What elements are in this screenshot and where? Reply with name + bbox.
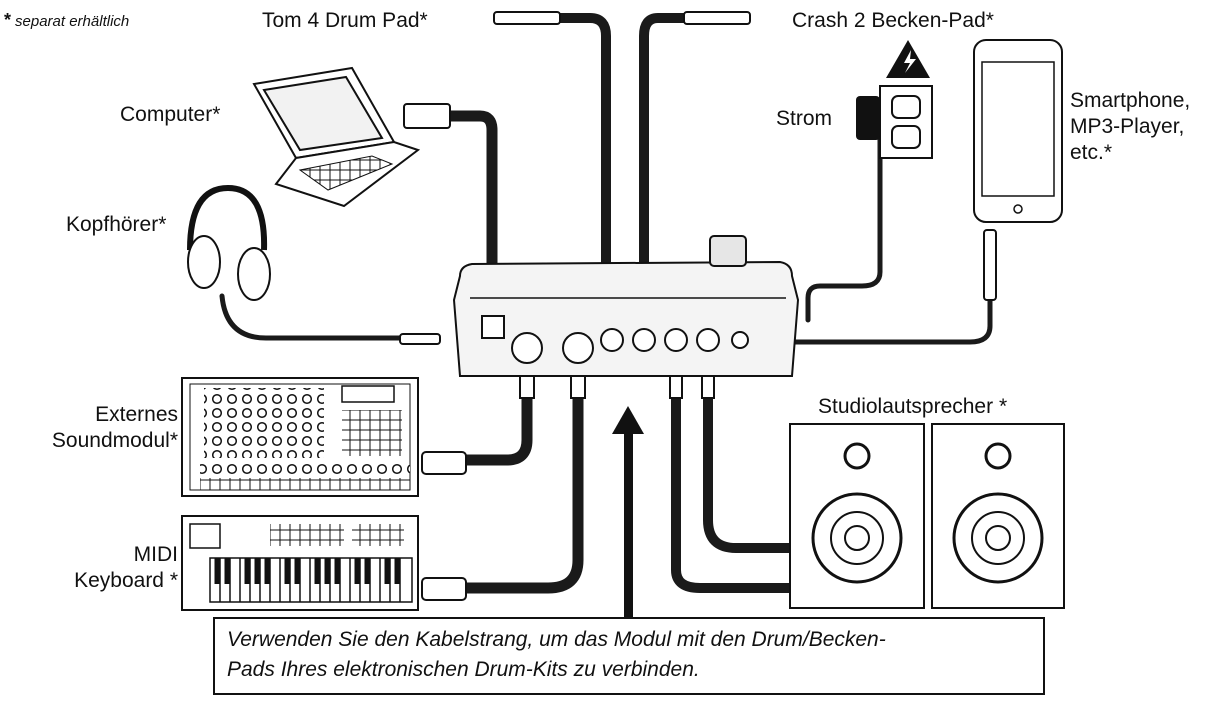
headphones [187, 184, 271, 301]
power-cable [805, 115, 883, 323]
label-smartphone-line1: Smartphone, [1070, 89, 1191, 112]
smartphone [973, 39, 1063, 223]
label-keyboard-line1: MIDI [133, 543, 178, 566]
tom-cable [555, 13, 611, 301]
label-keyboard: MIDI Keyboard * [20, 542, 178, 594]
midi-cable-2 [460, 392, 584, 594]
caption-box: Verwenden Sie den Kabelstrang, um das Mo… [213, 617, 1045, 695]
cables [219, 13, 993, 594]
footnote-text: separat erhältlich [15, 13, 130, 30]
label-computer: Computer* [120, 103, 221, 126]
footnote: *separat erhältlich [4, 10, 129, 31]
caption-line1: Verwenden Sie den Kabelstrang, um das Mo… [227, 628, 886, 651]
label-kopfhoerer: Kopfhörer* [66, 213, 167, 236]
headphone-cable [219, 293, 403, 341]
label-strom: Strom [776, 107, 833, 130]
out-cable-1 [703, 393, 795, 553]
caption-line2: Pads Ihres elektronischen Drum-Kits zu v… [227, 658, 700, 681]
laptop [252, 66, 421, 208]
footnote-star: * [4, 10, 12, 30]
label-soundmodul: Externes Soundmodul* [20, 402, 178, 454]
piano-keys [214, 558, 401, 602]
midi-cable-1 [460, 392, 533, 466]
label-crash: Crash 2 Becken-Pad* [792, 9, 994, 32]
label-soundmodul-line2: Soundmodul* [51, 429, 178, 452]
label-smartphone-line2: MP3-Player, [1070, 115, 1185, 138]
label-tom: Tom 4 Drum Pad* [262, 9, 428, 32]
label-smartphone-line3: etc.* [1070, 141, 1113, 164]
power-group [856, 40, 933, 159]
label-soundmodul-line1: Externes [95, 403, 178, 426]
drum-module [452, 235, 800, 377]
midi-keyboard [181, 515, 419, 611]
sound-module [181, 377, 419, 497]
up-arrow [612, 406, 644, 618]
crash-cable [639, 13, 689, 301]
aux-cable [787, 297, 993, 345]
out-cable-2 [671, 393, 795, 593]
label-smartphone: Smartphone, MP3-Player, etc.* [1070, 88, 1190, 166]
usb-cable [444, 110, 498, 318]
studio-monitors [789, 423, 1065, 609]
label-keyboard-line2: Keyboard * [74, 569, 178, 592]
label-studiolautsprecher: Studiolautsprecher * [818, 395, 1008, 418]
